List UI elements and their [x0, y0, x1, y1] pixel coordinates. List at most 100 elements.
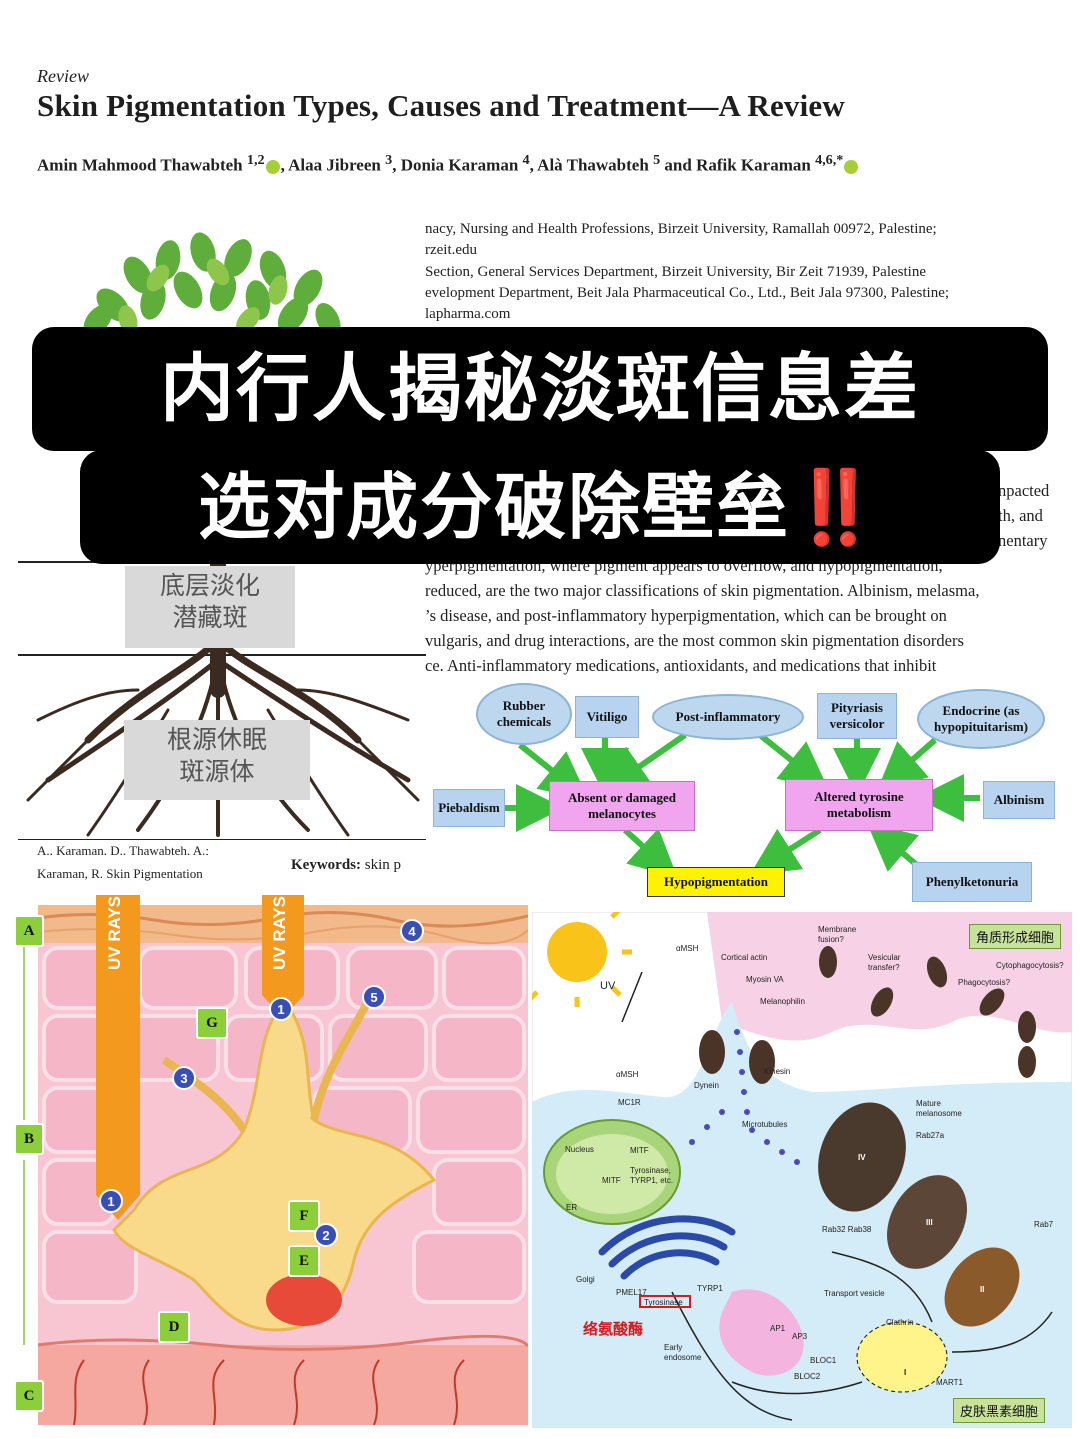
cell-label: BLOC2	[794, 1372, 821, 1381]
author-name[interactable]: Amin Mahmood Thawabteh	[37, 155, 243, 175]
marker-1: 1	[99, 1189, 123, 1213]
cell-label: PMEL17	[616, 1288, 647, 1297]
cell-label: Microtubules	[742, 1120, 788, 1129]
separator: ,	[529, 155, 538, 175]
cell-label: TYRP1	[697, 1284, 723, 1293]
melanocyte-label: 皮肤黑素细胞	[953, 1398, 1046, 1423]
cell-label: MITF	[602, 1176, 621, 1185]
author-name[interactable]: Donia Karaman	[400, 155, 519, 175]
cell-label: MC1R	[618, 1098, 641, 1107]
affiliation-line: Section, General Services Department, Bi…	[425, 264, 926, 280]
cell-label: Dynein	[694, 1081, 719, 1090]
abstract-line: vulgaris, and drug interactions, are the…	[425, 631, 964, 650]
cell-label: MITF	[630, 1146, 649, 1155]
node-vitiligo: Vitiligo	[575, 696, 639, 738]
tree-label-box: 底层淡化 潜藏斑	[125, 566, 295, 648]
affiliation-line: rzeit.edu	[425, 242, 478, 258]
orcid-icon[interactable]	[265, 159, 280, 174]
author-list: Amin Mahmood Thawabteh 1,2, Alaa Jibreen…	[37, 152, 859, 176]
cell-label: Clathrin	[886, 1318, 914, 1327]
cell-label: Tyrosinase	[644, 1298, 683, 1307]
stage-label: II	[980, 1285, 985, 1294]
affiliation-line: lapharma.com	[425, 306, 511, 322]
affiliation-line: evelopment Department, Beit Jala Pharmac…	[425, 285, 950, 301]
headline-banner-1: 内行人揭秘淡斑信息差	[32, 327, 1048, 451]
cell-label: Rab7	[1034, 1220, 1054, 1229]
cell-label: Rab27a	[916, 1131, 945, 1140]
flowchart-arrows	[500, 732, 980, 879]
cell-label: Nucleus	[565, 1145, 594, 1154]
tree-illustration	[18, 232, 426, 840]
cell-label: αMSH	[676, 944, 699, 953]
tree-label-box: 根源休眠 斑源体	[124, 720, 310, 800]
abstract-fragment: nentary	[998, 531, 1048, 550]
cell-label: Kinesin	[764, 1067, 791, 1076]
node-absent-melanocytes: Absent or damaged melanocytes	[549, 781, 695, 831]
stage-label: III	[926, 1218, 933, 1227]
cell-label: UV	[600, 980, 616, 992]
marker-3: 3	[172, 1066, 196, 1090]
node-altered-tyrosine: Altered tyrosine metabolism	[785, 779, 933, 831]
article-type: Review	[37, 66, 89, 86]
cell-label: Membrane	[818, 925, 857, 934]
author-affil: 3	[385, 152, 393, 168]
cell-label: BLOC1	[810, 1356, 837, 1365]
cell-label: Cytophagocytosis?	[996, 961, 1064, 970]
author-affil: 5	[653, 152, 661, 168]
cell-label: fusion?	[818, 935, 844, 944]
separator: ,	[280, 155, 289, 175]
keywords: Keywords: skin p	[291, 857, 401, 874]
marker-2: 2	[314, 1223, 338, 1247]
uv-rays-label: UV RAYS	[105, 896, 124, 971]
cell-label: Cortical actin	[721, 953, 768, 962]
author-name[interactable]: Alaa Jibreen	[288, 155, 381, 175]
cell-label: melanosome	[916, 1109, 962, 1118]
layer-tag-c: C	[14, 1380, 44, 1412]
marker-5: 5	[362, 985, 386, 1009]
cell-label: Golgi	[576, 1275, 595, 1284]
separator: ,	[392, 155, 401, 175]
cell-label: Rab32 Rab38	[822, 1225, 872, 1234]
marker-1: 1	[269, 997, 293, 1021]
cell-label: AP1	[770, 1324, 786, 1333]
layer-tag-b: B	[14, 1123, 44, 1155]
orcid-icon[interactable]	[844, 159, 859, 174]
cell-label: Tyrosinase,	[630, 1166, 671, 1175]
author-name[interactable]: Alà Thawabteh	[537, 155, 649, 175]
double-exclamation-icon: ‼️	[790, 465, 882, 549]
cell-label: transfer?	[868, 963, 900, 972]
author-affil: 1,2	[246, 152, 265, 168]
abstract-fragment: npacted	[998, 481, 1050, 500]
cell-label: Myosin VA	[746, 975, 784, 984]
headline-banner-2: 选对成分破除壁垒‼️	[80, 450, 1000, 564]
cell-label: ER	[566, 1203, 578, 1212]
cell-label: Phagocytosis?	[958, 978, 1011, 987]
cell-label: MART1	[936, 1378, 963, 1387]
cell-label: TYRP1, etc.	[630, 1176, 674, 1185]
keywords-text: skin p	[364, 857, 402, 873]
citation-line: A., Karaman, D., Thawabteh, A.;	[37, 843, 209, 855]
author-name[interactable]: Rafik Karaman	[696, 155, 811, 175]
node-pityriasis: Pityriasis versicolor	[817, 693, 897, 739]
keratinocyte-label: 角质形成细胞	[969, 924, 1062, 949]
stage-label: I	[904, 1368, 907, 1377]
node-phenylketonuria: Phenylketonuria	[912, 862, 1032, 902]
node-albinism: Albinism	[983, 781, 1055, 819]
citation-line: Karaman, R. Skin Pigmentation	[37, 866, 203, 881]
tree-label: 潜藏斑	[172, 603, 248, 632]
headline-text: 选对成分破除壁垒	[198, 465, 791, 549]
node-rubber-chemicals: Rubber chemicals	[476, 683, 572, 745]
node-endocrine: Endocrine (as hypopituitarism)	[917, 689, 1045, 749]
affiliation-line: nacy, Nursing and Health Professions, Bi…	[425, 221, 937, 237]
label-tag-d: D	[158, 1311, 190, 1343]
stage-label: IV	[858, 1153, 866, 1162]
author-affil: 4	[522, 152, 530, 168]
tyrosinase-cn-label: 络氨酸酶	[583, 1320, 644, 1338]
tree-label: 底层淡化	[159, 571, 260, 600]
abstract-line: ’s disease, and post-inflammatory hyperp…	[425, 606, 947, 625]
melanosome-diagram	[532, 912, 1072, 1428]
uv-rays-label: UV RAYS	[270, 896, 289, 971]
abstract-fragment: th, and	[998, 506, 1043, 525]
cell-label: Early	[664, 1343, 683, 1352]
node-piebaldism: Piebaldism	[433, 789, 505, 827]
